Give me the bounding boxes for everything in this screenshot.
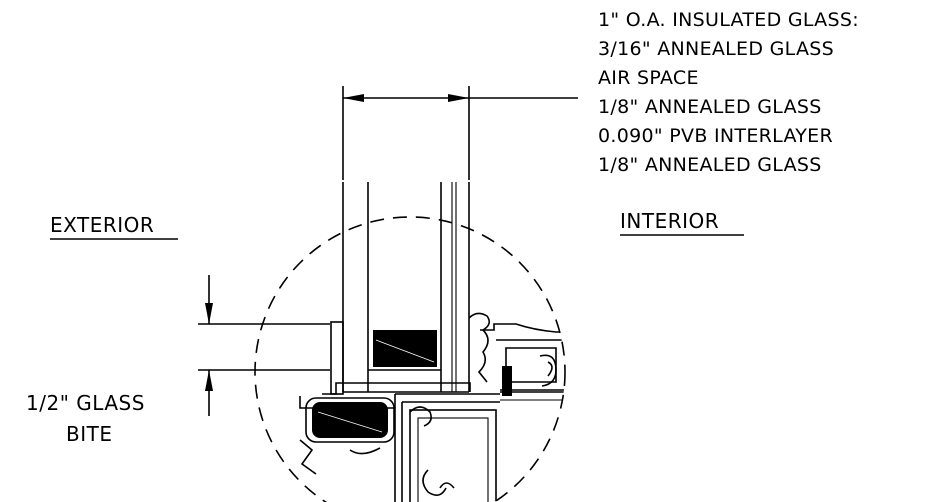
detail-circle (254, 216, 566, 502)
insulated-glass-unit (342, 182, 470, 393)
callout-line-6: 1/8" ANNEALED GLASS (598, 154, 822, 176)
interior-label: INTERIOR (620, 209, 744, 236)
exterior-stop (330, 321, 344, 395)
callout-line-1: 1" O.A. INSULATED GLASS: (598, 9, 859, 31)
bite-label-line-2: BITE (66, 422, 112, 446)
exterior-text: EXTERIOR (50, 213, 154, 237)
arrowhead-right (448, 94, 469, 102)
callout-line-3: AIR SPACE (598, 67, 699, 89)
exterior-label: EXTERIOR (50, 213, 178, 240)
callout-line-5: 0.090" PVB INTERLAYER (598, 125, 833, 147)
callout-line-4: 1/8" ANNEALED GLASS (598, 96, 822, 118)
glass-bite-dimension: 1/2" GLASS BITE (26, 275, 330, 446)
glass-spec-callout: 1" O.A. INSULATED GLASS: 3/16" ANNEALED … (598, 9, 859, 176)
bite-arrow-bottom (205, 370, 213, 391)
interior-text: INTERIOR (620, 209, 719, 233)
bite-label-line-1: 1/2" GLASS (26, 391, 145, 415)
overall-thickness-dimension (342, 86, 578, 180)
exterior-gasket (305, 397, 395, 443)
interior-gasket (502, 366, 512, 396)
interior-glazing-stop (468, 312, 565, 401)
bite-arrow-top (205, 303, 213, 324)
callout-line-2: 3/16" ANNEALED GLASS (598, 38, 834, 60)
frame-section (299, 312, 565, 502)
glass-spacer (373, 330, 437, 367)
arrowhead-left (343, 94, 364, 102)
